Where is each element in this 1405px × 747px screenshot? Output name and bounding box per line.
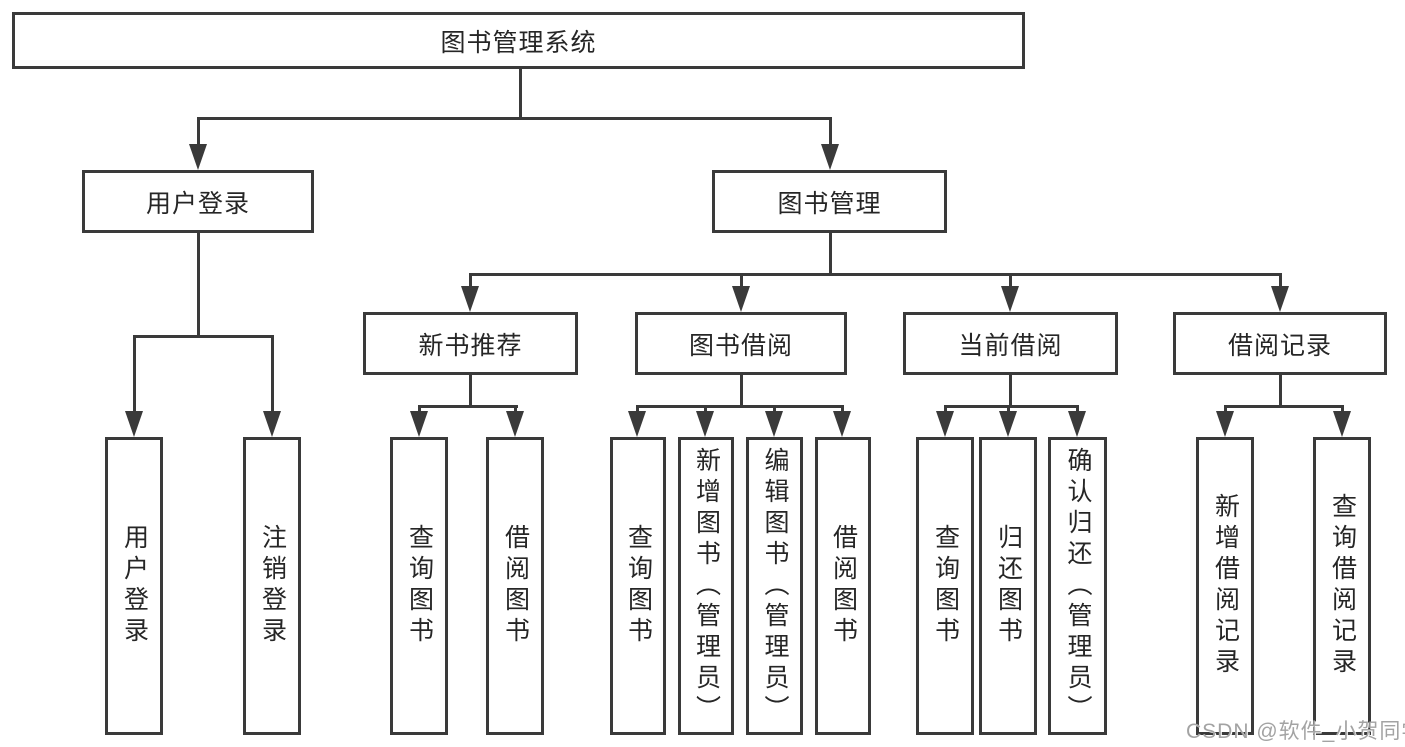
leaf-query-books-3-label: 查询图书 [931,524,960,648]
connector-line [133,335,274,338]
node-root-label: 图书管理系统 [440,28,597,57]
connector-line [740,375,743,407]
arrowhead-down-icon [1216,411,1234,437]
arrowhead-down-icon [765,411,783,437]
node-current-borrow: 当前借阅 [903,312,1118,375]
arrowhead-down-icon [1271,286,1289,312]
node-new-book-recommend: 新书推荐 [363,312,578,375]
leaf-query-books-1-label: 查询图书 [405,524,434,648]
connector-line [418,405,518,408]
arrowhead-down-icon [821,144,839,170]
node-root: 图书管理系统 [12,12,1025,69]
node-borrow-records: 借阅记录 [1173,312,1387,375]
node-book-borrow: 图书借阅 [635,312,847,375]
node-book-borrow-label: 图书借阅 [688,331,793,360]
arrowhead-down-icon [696,411,714,437]
connector-line [704,405,707,415]
arrowhead-down-icon [461,286,479,312]
connector-line [944,405,947,415]
connector-line [773,405,776,415]
connector-line [271,335,274,415]
arrowhead-down-icon [189,144,207,170]
connector-line [418,405,421,415]
connector-line [469,273,472,290]
leaf-query-borrow-record: 查询借阅记录 [1313,437,1371,735]
connector-line [944,405,1079,408]
leaf-query-books-3: 查询图书 [916,437,974,735]
leaf-return-books-label: 归还图书 [994,524,1023,648]
arrowhead-down-icon [999,411,1017,437]
arrowhead-down-icon [1333,411,1351,437]
node-book-management: 图书管理 [712,170,947,233]
connector-line [1007,405,1010,415]
connector-line [519,68,522,119]
connector-line [197,233,200,337]
leaf-query-books-2-label: 查询图书 [624,524,653,648]
arrowhead-down-icon [263,411,281,437]
leaf-return-books: 归还图书 [979,437,1037,735]
arrowhead-down-icon [732,286,750,312]
leaf-borrow-books-1: 借阅图书 [486,437,544,735]
arrowhead-down-icon [125,411,143,437]
arrowhead-down-icon [1068,411,1086,437]
leaf-query-borrow-record-label: 查询借阅记录 [1328,493,1357,679]
leaf-query-books-1: 查询图书 [390,437,448,735]
leaf-edit-books-admin-label: 编辑图书（管理员） [761,446,789,726]
arrowhead-down-icon [410,411,428,437]
connector-line [514,405,517,415]
leaf-confirm-return-admin: 确认归还（管理员） [1048,437,1107,735]
node-user-login: 用户登录 [82,170,314,233]
connector-line [133,335,136,415]
leaf-logout-label: 注销登录 [258,524,287,648]
connector-line [740,273,743,290]
connector-line [1009,375,1012,407]
leaf-add-books-admin-label: 新增图书（管理员） [692,446,721,726]
connector-line [197,117,200,147]
node-new-book-recommend-label: 新书推荐 [418,331,523,360]
leaf-borrow-books-2-label: 借阅图书 [829,524,858,648]
leaf-confirm-return-admin-label: 确认归还（管理员） [1064,446,1092,726]
leaf-borrow-books-1-label: 借阅图书 [501,524,530,648]
leaf-edit-books-admin: 编辑图书（管理员） [746,437,803,735]
connector-line [1279,273,1282,290]
connector-line [829,117,832,147]
arrowhead-down-icon [506,411,524,437]
connector-line [1341,405,1344,415]
arrowhead-down-icon [628,411,646,437]
connector-line [829,233,832,275]
connector-line [1009,273,1012,290]
connector-line [841,405,844,415]
arrowhead-down-icon [833,411,851,437]
node-user-login-label: 用户登录 [145,189,250,218]
connector-line [469,375,472,407]
arrowhead-down-icon [1001,286,1019,312]
leaf-user-login: 用户登录 [105,437,163,735]
connector-line [197,117,832,120]
connector-line [1224,405,1227,415]
connector-line [469,273,1282,276]
connector-line [636,405,639,415]
csdn-watermark: CSDN @软件_小贺同学 [1186,720,1405,743]
leaf-add-books-admin: 新增图书（管理员） [678,437,734,735]
arrowhead-down-icon [936,411,954,437]
connector-line [1224,405,1344,408]
leaf-add-borrow-record: 新增借阅记录 [1196,437,1254,735]
connector-line [1076,405,1079,415]
leaf-add-borrow-record-label: 新增借阅记录 [1211,493,1240,679]
node-book-management-label: 图书管理 [777,189,882,218]
leaf-borrow-books-2: 借阅图书 [815,437,871,735]
node-borrow-records-label: 借阅记录 [1227,331,1332,360]
leaf-query-books-2: 查询图书 [610,437,666,735]
leaf-user-login-label: 用户登录 [120,524,149,648]
connector-line [1279,375,1282,407]
connector-line [636,405,844,408]
leaf-logout: 注销登录 [243,437,301,735]
node-current-borrow-label: 当前借阅 [958,331,1063,360]
